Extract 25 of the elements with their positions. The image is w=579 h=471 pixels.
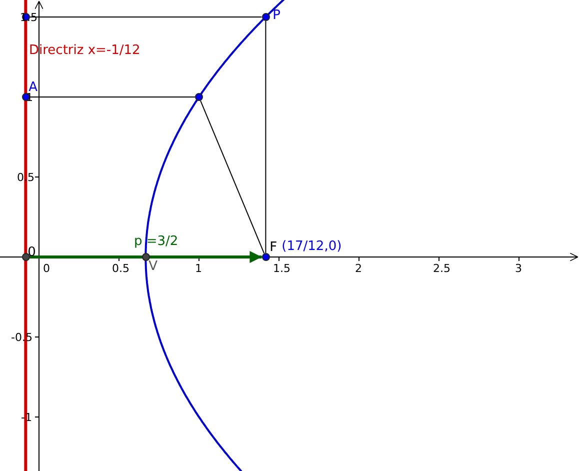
axis-tick-label: 1 bbox=[26, 91, 33, 104]
arrow bbox=[30, 251, 262, 263]
point-label: F bbox=[270, 240, 278, 255]
axis-tick-label: 2.5 bbox=[433, 262, 450, 275]
point bbox=[22, 93, 30, 101]
axis-tick-label: 3 bbox=[515, 262, 522, 275]
point bbox=[195, 93, 203, 101]
line-segment bbox=[200, 100, 265, 254]
axis-tick-label: 0 bbox=[43, 262, 50, 275]
point bbox=[22, 13, 30, 21]
point bbox=[262, 253, 270, 261]
axis-tick-label: 0.5 bbox=[112, 262, 130, 275]
coordinate-label: (17/12,0) bbox=[282, 239, 342, 254]
point-label: V bbox=[148, 259, 158, 274]
point-label: P bbox=[272, 8, 280, 23]
point bbox=[262, 13, 270, 21]
edge-label: p =3/2 bbox=[134, 234, 178, 249]
axis-tick-label: 2 bbox=[355, 262, 362, 275]
axis-tick-label: 1 bbox=[195, 262, 202, 275]
point bbox=[142, 253, 150, 261]
line-segment bbox=[265, 20, 266, 254]
line-segment bbox=[29, 96, 196, 98]
point bbox=[22, 253, 30, 261]
line-segment bbox=[29, 16, 262, 18]
axis-tick-label: 1.5 bbox=[273, 262, 290, 275]
